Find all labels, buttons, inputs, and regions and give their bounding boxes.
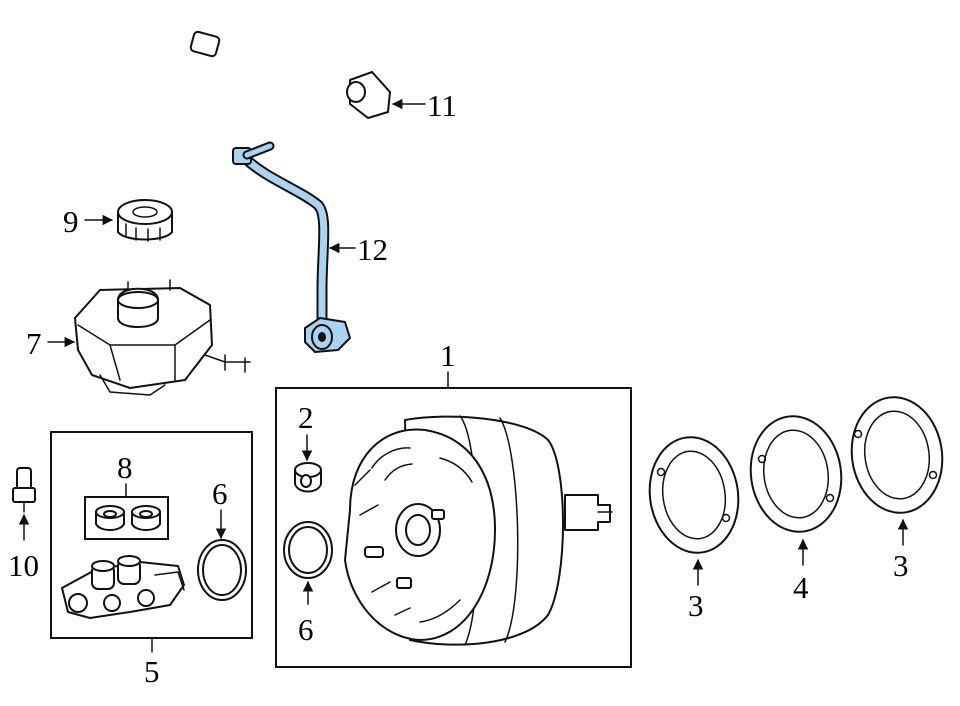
- callout-8: 8: [117, 450, 133, 485]
- callout-7: 7: [26, 326, 42, 361]
- part-10-sensor[interactable]: [12, 467, 36, 513]
- part-3-gasket-b[interactable]: [844, 391, 949, 518]
- part-7-fluid-reservoir[interactable]: [74, 279, 251, 396]
- callout-3b: 3: [893, 548, 909, 583]
- part-6-o-ring-a[interactable]: [197, 539, 247, 601]
- callout-9: 9: [63, 204, 79, 239]
- callout-6a: 6: [212, 476, 228, 511]
- part-6-o-ring-b[interactable]: [283, 521, 333, 579]
- callout-2: 2: [298, 400, 314, 435]
- part-3-gasket-a[interactable]: [642, 431, 745, 558]
- callout-4: 4: [793, 570, 809, 605]
- callout-10: 10: [8, 548, 39, 583]
- part-11-vacuum-hose[interactable]: [189, 30, 391, 141]
- part-4-gasket[interactable]: [743, 410, 848, 537]
- part-12-vacuum-line[interactable]: [232, 141, 351, 353]
- part-8-grommets[interactable]: [95, 505, 161, 531]
- callout-12: 12: [357, 232, 388, 267]
- callout-1: 1: [440, 338, 456, 373]
- part-1-brake-booster[interactable]: [344, 415, 613, 646]
- part-2-grommet[interactable]: [294, 462, 322, 493]
- callout-5: 5: [144, 654, 160, 689]
- brake-booster-group-box: [275, 387, 632, 668]
- grommet-subbox: [84, 496, 169, 540]
- part-5-master-cylinder[interactable]: [61, 555, 185, 619]
- callout-11: 11: [427, 88, 457, 123]
- callout-6b: 6: [298, 612, 314, 647]
- callout-3a: 3: [688, 588, 704, 623]
- part-9-reservoir-cap[interactable]: [117, 199, 173, 242]
